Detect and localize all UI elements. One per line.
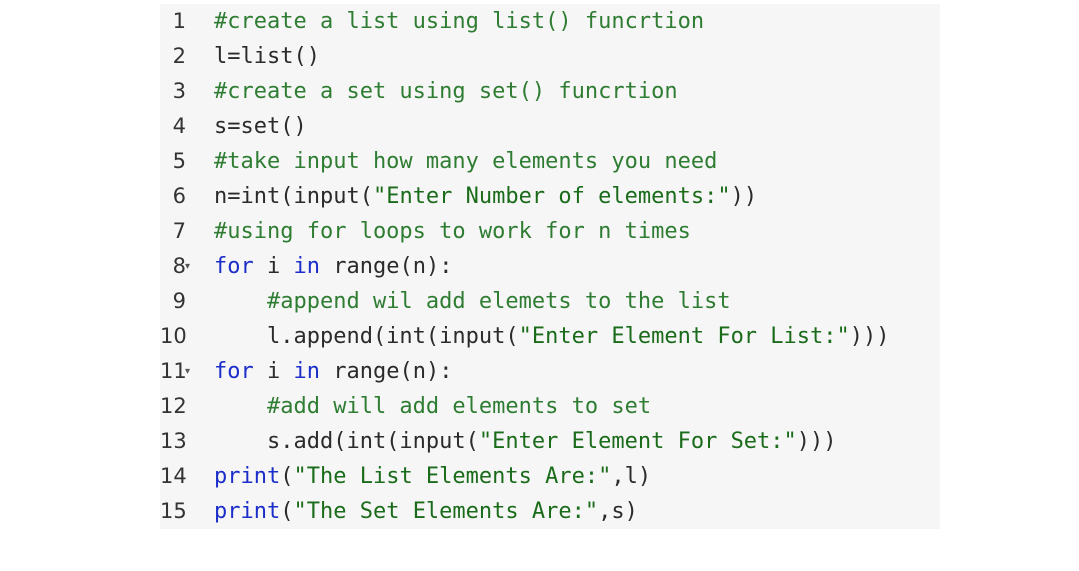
line-number: 8 (172, 254, 186, 278)
line-number: 12 (160, 394, 187, 418)
code-token-string: "Enter Number of elements:" (372, 184, 731, 209)
line-number: 13 (160, 429, 187, 453)
code-text: #add will add elements to set (214, 389, 651, 424)
code-text: #create a list using list() funcrtion (214, 4, 704, 39)
code-token-comment: #append wil add elemets to the list (266, 289, 731, 314)
code-token-plain: range(n): (320, 254, 453, 279)
code-text: #using for loops to work for n times (214, 214, 691, 249)
code-line[interactable]: 13 s.add(int(input("Enter Element For Se… (160, 424, 940, 459)
code-line[interactable]: 3 #create a set using set() funcrtion (160, 74, 940, 109)
line-gutter: 11▾ (160, 354, 200, 389)
code-text: for i in range(n): (214, 354, 452, 389)
code-text: s=set() (214, 109, 307, 144)
line-gutter: 2 (160, 39, 200, 74)
line-number: 7 (172, 219, 186, 243)
code-token-plain: l=list() (214, 44, 320, 69)
code-text: print("The List Elements Are:",l) (214, 459, 651, 494)
code-token-keyword: in (293, 254, 321, 279)
code-token-string: "Enter Element For Set:" (478, 429, 797, 454)
code-text: for i in range(n): (214, 249, 452, 284)
line-gutter: 8▾ (160, 249, 200, 284)
code-line[interactable]: 12 #add will add elements to set (160, 389, 940, 424)
line-number: 9 (172, 289, 186, 313)
code-line[interactable]: 6 n=int(input("Enter Number of elements:"… (160, 179, 940, 214)
line-gutter: 10 (160, 319, 200, 354)
code-line[interactable]: 8▾ for i in range(n): (160, 249, 940, 284)
code-text: #append wil add elemets to the list (214, 284, 731, 319)
code-token-comment: #add will add elements to set (266, 394, 652, 419)
line-number: 6 (172, 184, 186, 208)
line-gutter: 4 (160, 109, 200, 144)
line-number: 10 (160, 324, 187, 348)
code-token-comment: #create a list using list() funcrtion (214, 9, 705, 34)
code-token-plain (214, 394, 267, 419)
code-token-plain: i (253, 254, 294, 279)
code-token-comment: #take input how many elements you need (214, 149, 718, 174)
code-line[interactable]: 7 #using for loops to work for n times (160, 214, 940, 249)
line-gutter: 15 (160, 494, 200, 529)
code-editor[interactable]: 1 #create a list using list() funcrtion 2 l… (160, 4, 940, 529)
code-line[interactable]: 15 print("The Set Elements Are:",s) (160, 494, 940, 529)
line-number: 2 (172, 44, 186, 68)
code-token-string: "The List Elements Are:" (293, 464, 612, 489)
line-number: 14 (160, 464, 187, 488)
line-number: 5 (172, 149, 186, 173)
line-gutter: 7 (160, 214, 200, 249)
code-token-comment: #using for loops to work for n times (214, 219, 691, 244)
code-token-keyword: print (214, 464, 281, 489)
line-number: 11 (160, 359, 187, 383)
code-text: #take input how many elements you need (214, 144, 717, 179)
line-gutter: 6 (160, 179, 200, 214)
code-line[interactable]: 2 l=list() (160, 39, 940, 74)
code-line[interactable]: 10 l.append(int(input("Enter Element For… (160, 319, 940, 354)
code-token-plain: ,s) (598, 499, 638, 524)
code-text: s.add(int(input("Enter Element For Set:"… (214, 424, 837, 459)
code-token-plain (214, 289, 267, 314)
line-number: 15 (160, 499, 187, 523)
code-text: n=int(input("Enter Number of elements:")… (214, 179, 757, 214)
code-token-plain: )) (730, 184, 758, 209)
code-text: print("The Set Elements Are:",s) (214, 494, 638, 529)
code-token-plain: i (253, 359, 294, 384)
code-token-comment: #create a set using set() funcrtion (214, 79, 678, 104)
code-token-plain: n=int(input( (214, 184, 373, 209)
code-token-plain: ))) (849, 324, 890, 349)
line-gutter: 13 (160, 424, 200, 459)
line-number: 4 (172, 114, 186, 138)
line-gutter: 14 (160, 459, 200, 494)
code-token-plain: l.append(int(input( (214, 324, 519, 349)
code-token-keyword: for (214, 254, 254, 279)
code-line[interactable]: 4 s=set() (160, 109, 940, 144)
code-token-plain: s=set() (214, 114, 307, 139)
line-number: 1 (172, 9, 186, 33)
code-token-string: "Enter Element For List:" (518, 324, 850, 349)
code-token-plain: s.add(int(input( (214, 429, 479, 454)
code-text: l=list() (214, 39, 320, 74)
code-token-keyword: for (214, 359, 254, 384)
code-line[interactable]: 14 print("The List Elements Are:",l) (160, 459, 940, 494)
code-token-string: "The Set Elements Are:" (293, 499, 599, 524)
code-line[interactable]: 11▾ for i in range(n): (160, 354, 940, 389)
code-line[interactable]: 5 #take input how many elements you need (160, 144, 940, 179)
line-gutter: 12 (160, 389, 200, 424)
code-token-keyword: in (293, 359, 321, 384)
line-gutter: 1 (160, 4, 200, 39)
code-token-plain: ( (280, 499, 294, 524)
code-token-plain: ))) (796, 429, 837, 454)
fold-arrow-icon[interactable]: ▾ (185, 261, 191, 272)
code-token-keyword: print (214, 499, 281, 524)
code-line[interactable]: 9 #append wil add elemets to the list (160, 284, 940, 319)
code-text: l.append(int(input("Enter Element For Li… (214, 319, 890, 354)
code-line[interactable]: 1 #create a list using list() funcrtion (160, 4, 940, 39)
line-gutter: 9 (160, 284, 200, 319)
line-gutter: 5 (160, 144, 200, 179)
fold-arrow-icon[interactable]: ▾ (185, 366, 191, 377)
line-number: 3 (172, 79, 186, 103)
line-gutter: 3 (160, 74, 200, 109)
code-token-plain: range(n): (320, 359, 453, 384)
code-token-plain: ( (280, 464, 294, 489)
code-token-plain: ,l) (611, 464, 652, 489)
code-text: #create a set using set() funcrtion (214, 74, 678, 109)
